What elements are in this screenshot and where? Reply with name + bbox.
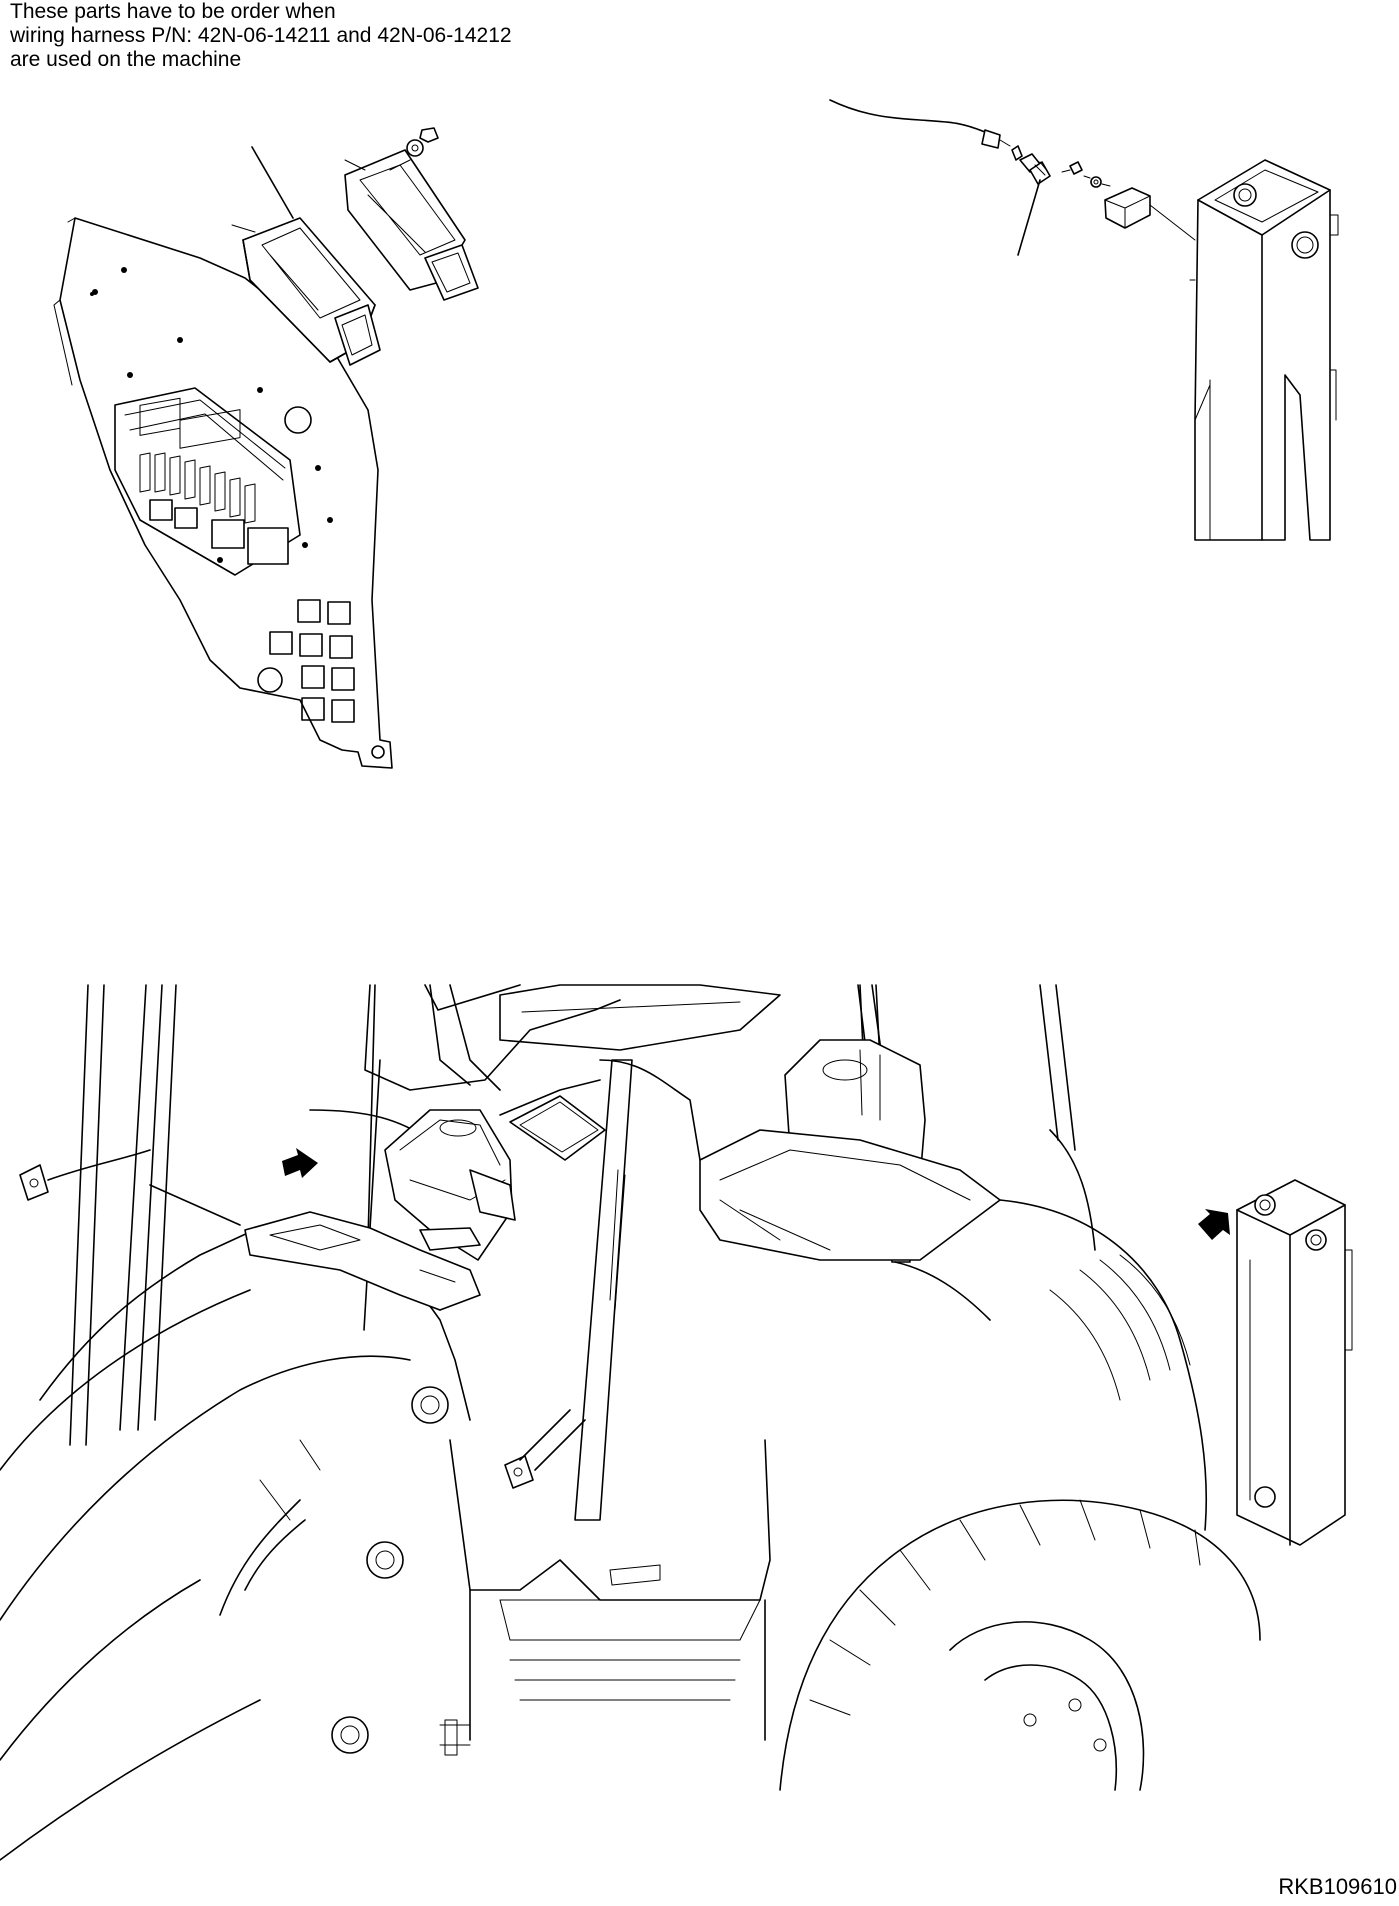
rear-tire: [779, 1499, 1261, 1791]
controller-unit-rear: [344, 149, 479, 301]
seat: [699, 1039, 1001, 1261]
rear-wall-and-dashboard: [309, 984, 701, 1161]
hood-details: [259, 1386, 449, 1754]
mounting-hardware: [90, 127, 439, 296]
proximity-sensor: [1019, 153, 1051, 185]
order-note-line-2: wiring harness P/N: 42N-06-14211 and 42N…: [10, 24, 512, 47]
panel-cutouts: [269, 599, 355, 723]
harness-brackets: [19, 1149, 586, 1489]
electrical-panel-plate: [53, 217, 393, 769]
callout-leader-sensor: [1017, 179, 1041, 256]
left-fender-hood: [0, 1229, 471, 1861]
sensor-cable: [829, 99, 1023, 161]
order-note-line-1: These parts have to be order when: [10, 0, 336, 23]
left-console: [244, 1211, 481, 1311]
stabilizer-post: [1189, 159, 1339, 541]
drawing-reference-code: RKB109610: [1278, 1874, 1397, 1899]
joystick-console: [384, 1109, 516, 1261]
loader-frame-lower: [449, 1439, 771, 1741]
order-note: These parts have to be order when wiring…: [10, 0, 512, 72]
ladder-steps: [439, 1719, 471, 1756]
sensor-hardware: [1061, 161, 1111, 188]
location-arrow-right: [1198, 1209, 1230, 1240]
sensor-bracket: [1104, 187, 1196, 241]
controller-unit-front: [242, 217, 381, 366]
location-arrow-left: [282, 1148, 318, 1178]
fuse-relay-box: [114, 372, 321, 576]
callout-leader-controller: [251, 146, 294, 219]
right-fender: [894, 1129, 1208, 1531]
order-note-line-3: are used on the machine: [10, 48, 242, 71]
stabilizer-post-installed: [1236, 1179, 1353, 1546]
